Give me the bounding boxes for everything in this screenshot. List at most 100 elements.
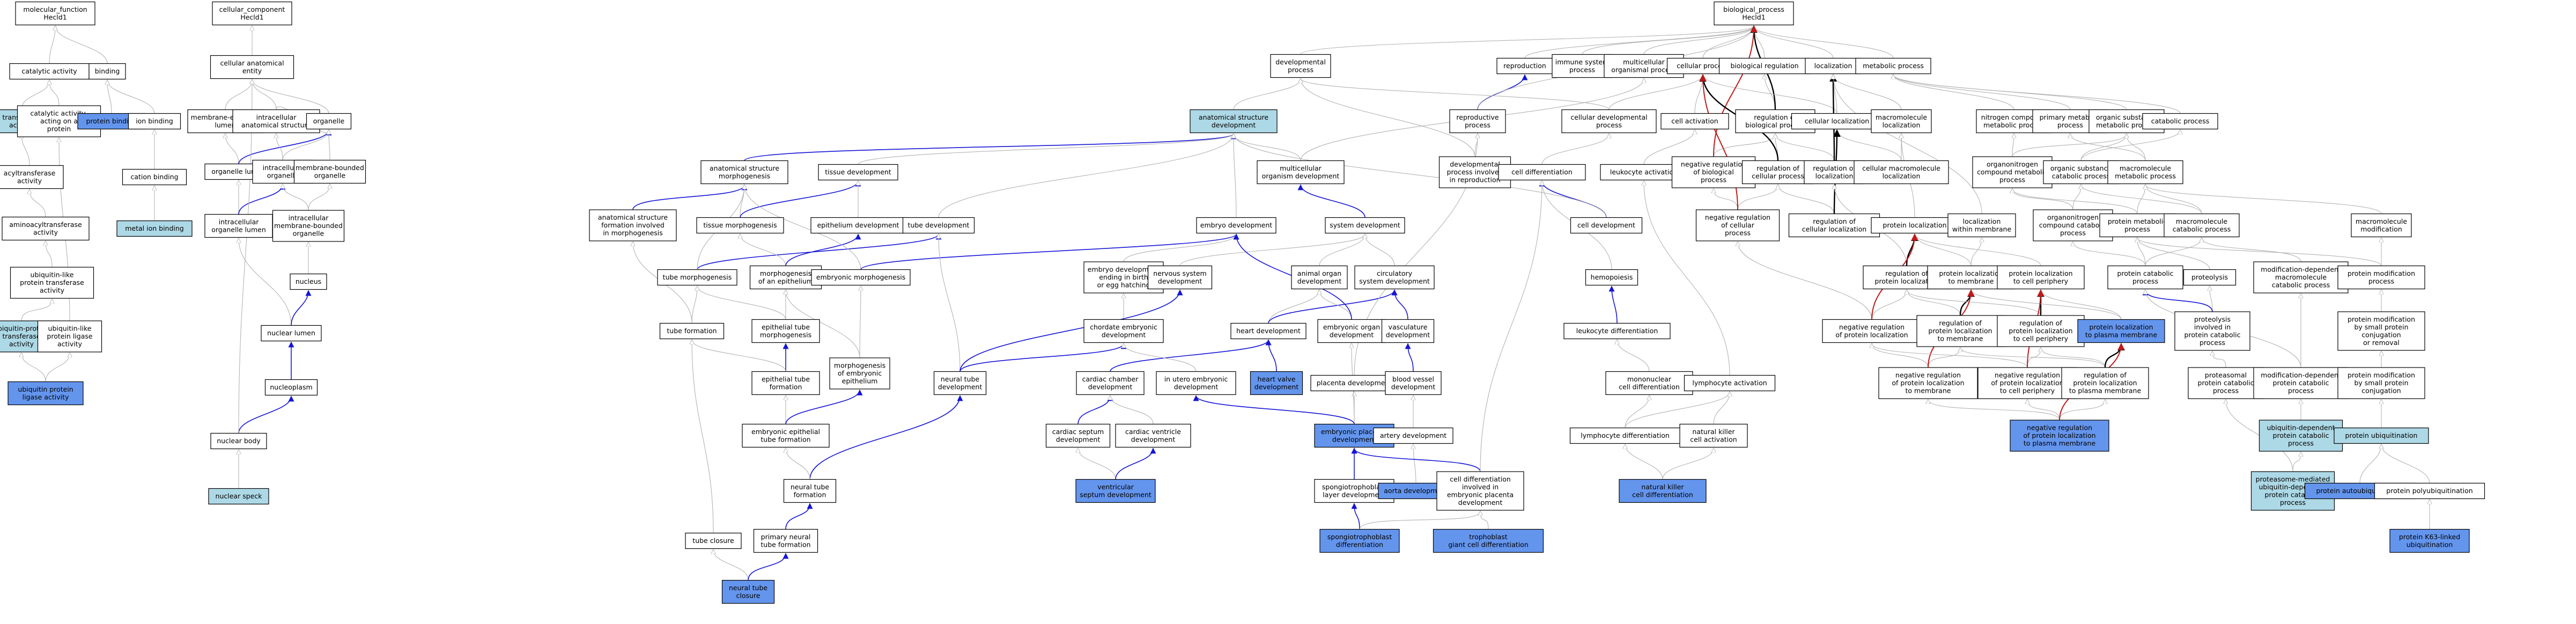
edge-tube-morph-to-tube-dev: [697, 233, 942, 270]
node-label-line: circulatory: [1377, 269, 1413, 277]
edge-acyltransferase-to-transferase: [21, 134, 30, 166]
edge-epith-tube-morph-to-tube-morph: [697, 287, 786, 320]
node-label-line: conjugation: [2361, 386, 2401, 394]
node-box: [1855, 57, 1931, 75]
node-box: [753, 528, 818, 553]
edge-cell-localization-to-cellular-process: [1703, 75, 1837, 114]
node-label-line: nuclear body: [217, 437, 261, 445]
node-label-line: acyltransferase: [4, 169, 56, 177]
edge-neural-tube-closure-to-tube-closure: [713, 550, 749, 581]
node-label-line: to membrane: [1948, 277, 1994, 285]
node-box: [272, 210, 345, 242]
edge-neural-tube-dev-to-chordate-embryo: [959, 343, 1127, 372]
node-box: [1561, 109, 1657, 134]
node-box: [657, 269, 737, 286]
go-node-heart-dev: heart development: [1230, 322, 1307, 340]
node-label-line: giant cell differentiation: [1448, 540, 1529, 548]
edge-nk-diff-to-nk-activation: [1662, 449, 1714, 480]
node-label-line: Hecld1: [240, 13, 263, 21]
node-label-line: process: [2368, 277, 2394, 285]
edge-reg-prot-loc-mem-to-protein-loc-membrane: [1959, 289, 1975, 316]
node-label-line: negative regulation: [1895, 371, 1961, 379]
node-label-line: conjugation: [2361, 331, 2401, 339]
node-box: [2337, 265, 2425, 290]
node-label-line: multicellular: [1280, 164, 1322, 172]
node-box: [700, 160, 788, 185]
edge-neg-reg-prot-loc-periph-to-neg-reg-protein-loc: [1872, 344, 2028, 368]
edge-protein-autoubiq-to-protein-ubiquitination: [2359, 445, 2381, 483]
node-box: [212, 1, 292, 26]
edge-neural-tube-dev-to-nervous-dev: [959, 289, 1183, 372]
node-label-line: tissue development: [825, 168, 891, 176]
node-box: [1310, 375, 1398, 392]
edge-nuclear-body-to-cell-anat: [238, 80, 252, 434]
node-label-line: process: [1596, 121, 1622, 129]
go-node-protein-ubiquitination: protein ubiquitination: [2334, 427, 2429, 444]
node-label-line: morphogenesis: [719, 172, 770, 180]
node-label-line: catabolic process: [2272, 281, 2330, 289]
go-node-lymph-activation: lymphocyte activation: [1684, 375, 1776, 392]
node-label-line: metabolic process: [2096, 121, 2157, 129]
node-label-line: to cell periphery: [2013, 334, 2069, 342]
edge-neural-tube-dev-to-tube-dev: [939, 234, 961, 372]
node-box: [116, 220, 193, 237]
node-label-line: protein modification: [2348, 269, 2415, 277]
node-label-line: of protein localization: [1835, 331, 1908, 339]
node-box: [264, 379, 318, 396]
go-node-protein-polyubiq: protein polyubiquitination: [2374, 482, 2485, 500]
node-label-line: involved in: [1462, 483, 1499, 491]
edge-binding-to-mf: [55, 26, 108, 64]
node-label-line: activity: [57, 340, 83, 348]
edge-org-sub-cat-to-org-sub-met: [2080, 134, 2127, 161]
node-box: [1569, 427, 1681, 444]
node-box: [293, 159, 366, 184]
node-box: [210, 55, 294, 79]
node-label-line: tube formation: [761, 540, 810, 548]
node-label-line: transferase: [2, 332, 41, 340]
node-label-line: to plasma membrane: [2085, 331, 2158, 339]
node-label-line: development: [1458, 498, 1503, 506]
go-node-nuclear-speck: nuclear speck: [208, 488, 269, 505]
edge-heart-dev-to-animal-organ-dev: [1268, 290, 1319, 324]
node-label-line: nervous system: [1153, 269, 1206, 277]
go-node-reproduction: reproduction: [1496, 57, 1553, 75]
node-label-line: cellular localization: [1805, 117, 1869, 125]
node-label-line: protein catabolic: [2117, 269, 2174, 277]
edge-intracell-org-to-organelle: [282, 130, 329, 160]
node-label-line: process: [1701, 175, 1726, 183]
node-label-line: molecular_function: [23, 5, 87, 13]
node-label-line: aminoacyltransferase: [9, 221, 82, 229]
go-node-tube-formation: tube formation: [659, 322, 725, 340]
node-label-line: embryonic organ: [1323, 323, 1380, 331]
node-box: [2334, 427, 2429, 444]
edge-reproduction-to-bp: [1524, 26, 1754, 58]
edge-spongio-diff-to-spongio-layer: [1351, 503, 1360, 530]
node-label-line: tube formation: [761, 435, 810, 443]
edge-organelle-lumen-to-organelle: [238, 129, 332, 164]
edge-embryonic-morph-to-anat-morph: [744, 185, 861, 270]
edge-organelle-to-cell-anat: [252, 80, 329, 114]
go-node-nuclear-lumen: nuclear lumen: [261, 325, 322, 342]
node-label-line: cardiac septum: [1052, 428, 1104, 436]
go-node-leuk-diff: leukocyte differentiation: [1563, 322, 1671, 340]
node-box: [0, 165, 64, 189]
edge-neg-reg-prot-loc-pm-to-neg-reg-prot-loc-periph: [2027, 400, 2060, 421]
node-label-line: embryonic morphogenesis: [816, 273, 905, 281]
node-label-line: cell development: [1577, 221, 1635, 229]
edge-org-sub-cat-to-catabolic: [2080, 130, 2180, 161]
node-label-line: development: [1330, 331, 1374, 339]
